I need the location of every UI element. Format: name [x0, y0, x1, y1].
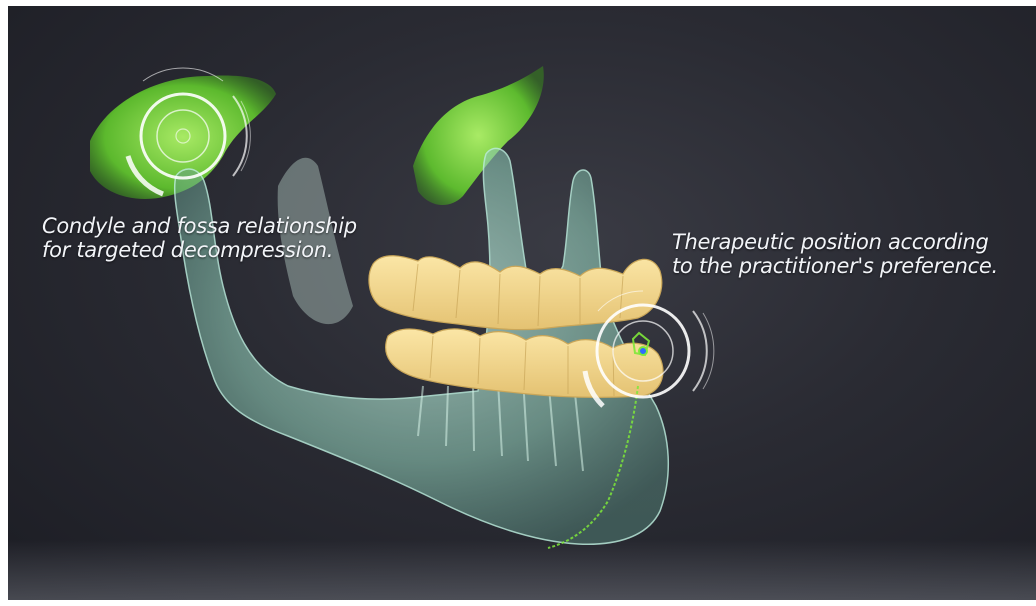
fossa-right: [413, 66, 544, 205]
caption-left-line1: Condyle and fossa relationship: [42, 214, 357, 238]
caption-right-line1: Therapeutic position according: [672, 230, 998, 254]
caption-right-line2: to the practitioner's preference.: [672, 254, 998, 278]
caption-left-line2: for targeted decompression.: [42, 238, 357, 262]
caption-therapeutic-position: Therapeutic position according to the pr…: [672, 230, 998, 278]
jaw-3d-render: [8, 6, 1036, 600]
visualization-frame: Condyle and fossa relationship for targe…: [8, 6, 1036, 600]
caption-condyle-fossa: Condyle and fossa relationship for targe…: [42, 214, 357, 262]
upper-teeth: [369, 256, 662, 330]
